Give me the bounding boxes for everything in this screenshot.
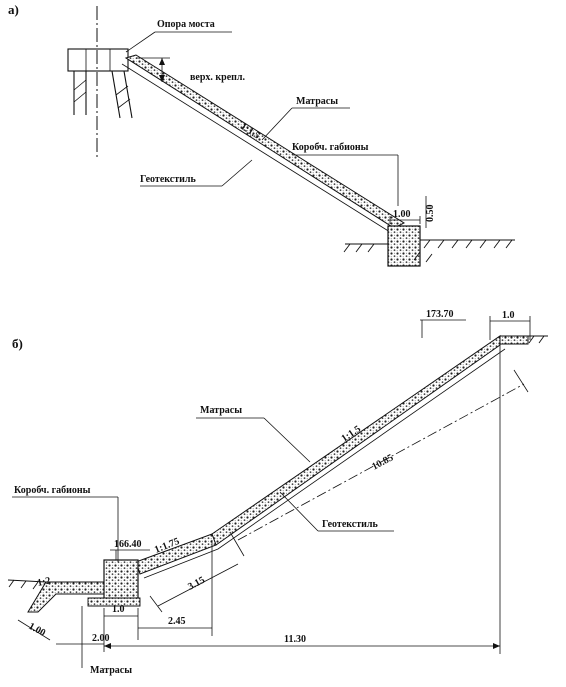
- top-elevation-label: 173.70: [426, 309, 454, 320]
- bottom-dimensions: 1.0 2.45 1.00 2.00 11.30 Матрасы: [17, 340, 501, 676]
- gabion-width-a: 1.00: [393, 209, 411, 220]
- panel-label-a: а): [8, 2, 19, 17]
- geotextile-line-b: [143, 348, 506, 579]
- total-horizontal: 11.30: [284, 634, 306, 645]
- geotextile-line-a: [121, 63, 391, 233]
- box-gabion-b: [103, 559, 139, 601]
- lower-horizontal: 2.45: [168, 616, 186, 627]
- figure-b: б) 173.70 1.0 166.40 1:1.5: [7, 309, 548, 676]
- mattresses-label-b: Матрасы: [200, 405, 242, 416]
- top-berm-width: 1.0: [502, 310, 515, 321]
- box-gabions-label-b: Коробч. габионы: [14, 485, 91, 496]
- gabion-height-a: 0.50: [425, 205, 436, 223]
- mattresses-label-a: Матрасы: [296, 96, 338, 107]
- bridge-pier: [67, 48, 133, 119]
- ground-line-a: [343, 239, 515, 263]
- apron-slope-ratio: 1:2: [36, 575, 51, 589]
- lower-slope-length: 3.15: [186, 575, 207, 593]
- upper-slope-mattress: [211, 335, 501, 546]
- apron-mattress: [27, 581, 105, 613]
- mattress-strip-under-gabion: [87, 597, 141, 607]
- upper-slope-length: 10.85: [370, 452, 395, 472]
- bridge-support-label: Опора моста: [157, 19, 215, 30]
- box-gabions-label-a: Коробч. габионы: [292, 142, 369, 153]
- panel-label-b: б): [12, 336, 23, 351]
- figure-a: а): [8, 2, 515, 267]
- apron-width: 2.00: [92, 633, 110, 644]
- toe-elevation-label: 166.40: [114, 539, 142, 550]
- geotextile-label-b: Геотекстиль: [322, 519, 378, 530]
- upper-anchor-label: верх. крепл.: [190, 72, 246, 83]
- box-gabion-a: [387, 225, 421, 267]
- geotextile-label-a: Геотекстиль: [140, 174, 196, 185]
- slope-mattress-a: [124, 54, 406, 229]
- gabion-width-b: 1.0: [112, 604, 125, 615]
- lower-slope-mattress: [135, 533, 217, 575]
- top-berm-mattress: [499, 335, 529, 345]
- apron-mattresses-label: Матрасы: [90, 665, 132, 676]
